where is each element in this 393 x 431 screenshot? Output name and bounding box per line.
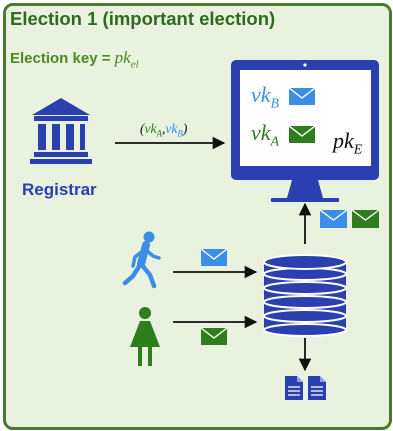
election-title: Election 1 (important election) [10, 8, 276, 29]
envelope-icon [319, 209, 348, 228]
envelope-icon [200, 327, 228, 345]
envelope-icon [288, 125, 316, 143]
person-dress-icon [130, 307, 160, 366]
election-key-value: pkel [114, 48, 139, 71]
election-key-text: Election key = [10, 50, 115, 67]
envelope-icon [288, 87, 316, 105]
monitor-pk-e: pkE [333, 128, 363, 158]
monitor-vk-b: vkB [251, 82, 280, 112]
monitor-vk-a: vkA [251, 120, 280, 150]
election-key-label: Election key = pkel [10, 48, 139, 70]
document-icon [285, 376, 303, 400]
document-icon [308, 376, 326, 400]
monitor-icon [231, 60, 379, 202]
database-icon [263, 254, 347, 337]
registration-tuple: (vkA,vkB) [140, 121, 188, 139]
bank-icon [30, 98, 92, 164]
envelope-icon [351, 209, 380, 228]
envelope-icon [200, 248, 228, 266]
registrar-label: Registrar [22, 180, 97, 199]
walking-person-icon [122, 231, 161, 289]
